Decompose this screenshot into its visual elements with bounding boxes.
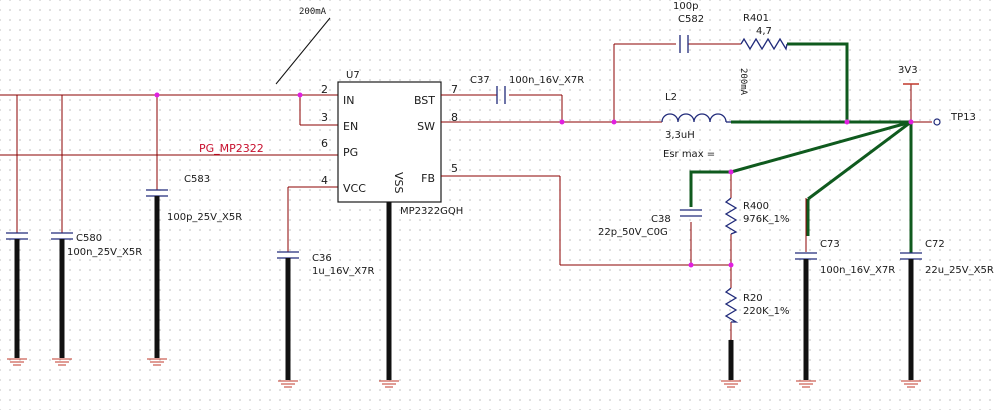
c36-value: 1u_16V_X7R xyxy=(312,266,374,277)
c583-value: 100p_25V_X5R xyxy=(167,212,242,223)
power-flag-3v3: 3V3 xyxy=(898,65,919,85)
c582-value: 100p xyxy=(673,1,698,12)
pin-pg-number: 6 xyxy=(321,137,328,150)
capacitor-c72: C72 22u_25V_X5R xyxy=(900,239,994,380)
c73-refdes: C73 xyxy=(820,239,840,250)
c72-refdes: C72 xyxy=(925,239,945,250)
c72-value: 22u_25V_X5R xyxy=(925,265,994,276)
pin-bst-number: 7 xyxy=(451,83,458,96)
junction-dot xyxy=(728,169,734,175)
capacitor-c580: C580 100n_25V_X5R xyxy=(51,232,142,358)
capacitor-c582: 100p C582 xyxy=(673,1,704,53)
l2-refdes: L2 xyxy=(665,92,677,103)
output-wires xyxy=(441,43,932,340)
pin-pg-name: PG xyxy=(343,146,358,159)
pin-en-number: 3 xyxy=(321,111,328,124)
ground-symbol-1 xyxy=(7,358,27,366)
c580-refdes: C580 xyxy=(76,233,102,244)
capacitor-c37: C37 100n_16V_X7R xyxy=(470,75,584,104)
pin-in-number: 2 xyxy=(321,83,328,96)
c36-refdes: C36 xyxy=(312,253,332,264)
pin-vcc-name: VCC xyxy=(343,182,366,195)
junction-dot xyxy=(908,119,914,125)
testpoint-label: TP13 xyxy=(950,112,976,123)
testpoint-tp13: TP13 xyxy=(933,112,976,126)
junction-dot xyxy=(844,119,850,125)
capacitor-c38: C38 22p_50V_C0G xyxy=(598,209,702,238)
input-current-label: 200mA xyxy=(299,7,327,17)
pin-fb-number: 5 xyxy=(451,162,458,175)
junction-dot xyxy=(154,92,160,98)
r401-value: 4,7 xyxy=(756,26,772,37)
c38-refdes: C38 xyxy=(651,214,671,225)
r400-refdes: R400 xyxy=(743,201,769,212)
pin-vss-name: VSS xyxy=(392,172,405,194)
c73-value: 100n_16V_X7R xyxy=(820,265,895,276)
r401-refdes: R401 xyxy=(743,13,769,24)
r20-value: 220K_1% xyxy=(743,306,790,317)
ground-symbol-7 xyxy=(796,380,816,388)
pg-net-label: PG_MP2322 xyxy=(199,142,264,155)
output-bus xyxy=(689,42,913,253)
junction-dot xyxy=(728,262,734,268)
resistor-r400: R400 976K_1% xyxy=(724,197,790,235)
pin-sw-number: 8 xyxy=(451,111,458,124)
junction-dot xyxy=(688,262,694,268)
junction-dot xyxy=(611,119,617,125)
c38-value: 22p_50V_C0G xyxy=(598,227,668,238)
ground-symbol-2 xyxy=(52,358,72,366)
ground-symbol-4 xyxy=(278,380,298,388)
capacitor-c36: C36 1u_16V_X7R xyxy=(277,251,374,380)
pin-bst-name: BST xyxy=(414,94,435,107)
snubber-current-label: 200mA xyxy=(738,68,748,96)
capacitor-input-1 xyxy=(6,232,28,358)
junction-dot xyxy=(559,119,565,125)
capacitor-c583: C583 100p_25V_X5R xyxy=(146,174,242,358)
ic-u7: U7 MP2322GQH IN EN PG VCC BST SW FB VSS … xyxy=(321,70,463,217)
inductor-l2: L2 3,3uH Esr max = xyxy=(661,92,731,160)
c582-refdes: C582 xyxy=(678,14,704,25)
vout-net-label: 3V3 xyxy=(898,65,918,76)
pin-in-name: IN xyxy=(343,94,354,107)
c37-value: 100n_16V_X7R xyxy=(509,75,584,86)
l2-value: 3,3uH xyxy=(665,130,695,141)
r20-refdes: R20 xyxy=(743,293,763,304)
ground-symbols xyxy=(7,358,921,388)
junction-dots xyxy=(154,92,914,268)
c37-refdes: C37 xyxy=(470,75,490,86)
ground-symbol-6 xyxy=(721,380,741,388)
pin-fb-name: FB xyxy=(421,172,435,185)
l2-esr-note: Esr max = xyxy=(663,149,715,160)
pin-vcc-number: 4 xyxy=(321,174,328,187)
r400-value: 976K_1% xyxy=(743,214,790,225)
pin-en-name: EN xyxy=(343,120,358,133)
resistor-r401: R401 4,7 xyxy=(740,13,788,51)
ground-symbol-8 xyxy=(901,380,921,388)
c580-value: 100n_25V_X5R xyxy=(67,247,142,258)
input-current-annotation: 200mA xyxy=(275,7,331,85)
c583-refdes: C583 xyxy=(184,174,210,185)
junction-dot xyxy=(297,92,303,98)
ic-part-number: MP2322GQH xyxy=(400,206,463,217)
ground-symbol-5 xyxy=(379,380,399,388)
resistor-r20: R20 220K_1% xyxy=(724,287,790,380)
ground-symbol-3 xyxy=(147,358,167,366)
capacitor-c73: C73 100n_16V_X7R xyxy=(795,239,895,380)
pin-sw-name: SW xyxy=(417,120,435,133)
input-rail-wires xyxy=(0,94,338,252)
ic-refdes: U7 xyxy=(346,70,360,81)
